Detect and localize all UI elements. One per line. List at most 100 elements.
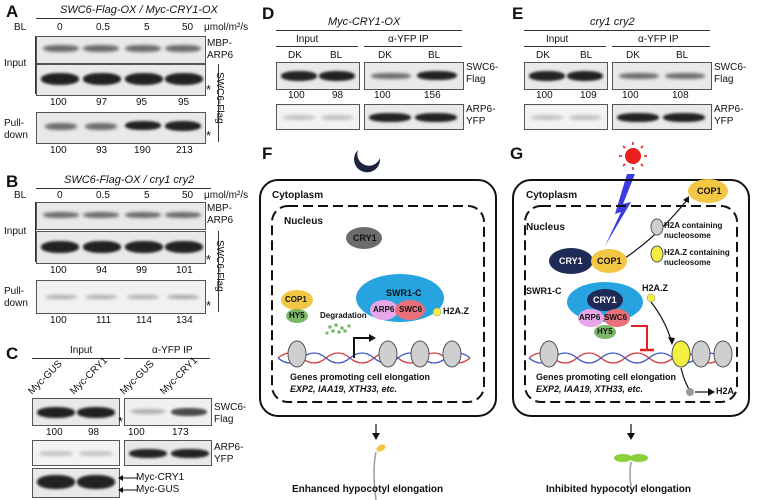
ip-value-0: 100 — [622, 90, 639, 101]
blot-swc6-input — [36, 231, 206, 264]
swc6-label-1: SWC6- — [214, 402, 247, 413]
lane-dk-1: DK — [288, 50, 302, 61]
pulldown-value-1: 93 — [96, 145, 108, 156]
inhibit-symbol — [631, 325, 648, 350]
h2az-nucleosome-label-1: H2A.Z containing — [664, 248, 730, 257]
input-value-3: 95 — [178, 97, 190, 108]
lane-myc-gus-2: Myc-GUS — [118, 358, 157, 397]
swc6-bracket — [218, 231, 219, 312]
blot-c-ip-arp6 — [124, 440, 212, 466]
arp6-label-1: ARP6- — [466, 104, 496, 115]
pulldown-value-3: 213 — [176, 145, 193, 156]
genes-label: Genes promoting cell elongation — [290, 372, 431, 382]
input-header: Input — [546, 34, 569, 45]
blot-c-input-swc6 — [32, 398, 120, 426]
pulldown-label-2: down — [4, 130, 28, 141]
mbp-label: MBP- — [207, 203, 232, 214]
dose-0: 0 — [57, 22, 63, 33]
unit-label: μmol/m²/s — [204, 22, 249, 33]
panel-b-label: B — [6, 172, 19, 191]
cytoplasm-label: Cytoplasm — [526, 190, 578, 201]
pulldown-value-2: 114 — [136, 315, 152, 326]
ip-value-0: 100 — [374, 90, 391, 101]
pulldown-value-2: 190 — [134, 145, 151, 156]
ip-header-rule — [612, 46, 710, 47]
swc6-label: SWC6 — [399, 305, 423, 314]
input-bracket — [35, 202, 36, 262]
lane-bl-1: BL — [330, 50, 343, 61]
arp6-label-1: ARP6- — [214, 442, 244, 453]
swc6-label-1: SWC6- — [466, 62, 499, 73]
panel-d-title: Myc-CRY1-OX — [328, 16, 401, 28]
cell-outline — [259, 179, 497, 417]
cop1-ellipse — [281, 290, 313, 310]
panel-g-diagram — [512, 142, 750, 487]
input-value-0: 100 — [50, 97, 67, 108]
swc6-label-2: Flag — [714, 74, 734, 85]
promoter-arrow — [353, 337, 372, 358]
cry1-ellipse — [346, 227, 382, 249]
genes-list: EXP2, IAA19, XTH33, etc. — [536, 384, 644, 394]
panel-a-title: SWC6-Flag-OX / Myc-CRY1-OX — [60, 4, 218, 16]
input-value-1: 97 — [96, 97, 108, 108]
ip-value-1: 173 — [172, 427, 189, 438]
hy5-ellipse — [594, 325, 616, 339]
arp6-ellipse — [578, 309, 604, 327]
cop1-ellipse — [591, 249, 627, 273]
genes-list: EXP2, IAA19, XTH33, etc. — [290, 384, 398, 394]
blot-c-input-arp6 — [32, 440, 120, 466]
blot-swc6-pulldown — [36, 280, 206, 314]
swc6-ellipse — [604, 309, 630, 327]
input-value-1: 98 — [88, 427, 100, 438]
input-header-rule — [32, 358, 120, 359]
nucleus-label: Nucleus — [526, 222, 565, 233]
pulldown-label-1: Pull- — [4, 286, 25, 297]
input-header: Input — [296, 34, 319, 45]
panel-f-diagram — [259, 150, 497, 500]
swc6-flag-label: SWC6-Flag — [214, 240, 225, 292]
lane-myc-cry1-2: Myc-CRY1 — [158, 355, 201, 397]
cop1-top-label: COP1 — [697, 186, 722, 196]
panel-e-label: E — [512, 4, 524, 23]
degradation-label: Degradation — [320, 311, 367, 320]
lane-myc-cry1-1: Myc-CRY1 — [68, 355, 111, 397]
blot-d-ip-arp6 — [364, 104, 464, 130]
dose-2: 5 — [144, 22, 150, 33]
panel-b-title: SWC6-Flag-OX / cry1 cry2 — [64, 174, 195, 186]
h2a-dot — [686, 388, 694, 396]
myc-cry1-label: Myc-CRY1 — [136, 472, 185, 483]
swc6-label-1: SWC6- — [714, 62, 747, 73]
bl-label: BL — [14, 190, 27, 201]
panel-d-label: D — [262, 4, 275, 23]
panel-b-title-rule — [36, 188, 211, 189]
seedling-icon — [373, 451, 377, 500]
lane-myc-gus-1: Myc-GUS — [26, 358, 65, 397]
blot-e-input-arp6 — [524, 104, 608, 130]
input-value-1: 109 — [580, 90, 597, 101]
nucleosomes — [539, 340, 733, 368]
legend-h2az-nucleosome-icon — [650, 245, 664, 263]
input-value-0: 100 — [46, 427, 63, 438]
arp6-label-2: YFP — [466, 116, 486, 127]
cry1-in-complex — [587, 289, 623, 311]
arp6-label-1: ARP6- — [714, 104, 744, 115]
myc-arrows — [118, 475, 138, 493]
dose-2: 5 — [144, 190, 150, 201]
h2az-label: H2A.Z — [642, 283, 669, 293]
panel-d-title-rule — [276, 30, 462, 31]
panel-f-label: F — [262, 144, 273, 163]
input-label: Input — [4, 226, 27, 237]
arp6-ellipse — [370, 300, 398, 320]
mbp-label: MBP- — [207, 38, 232, 49]
swc6-label-2: Flag — [466, 74, 486, 85]
legend-h2a-nucleosome-icon — [650, 218, 664, 236]
arp6-label: ARP6 — [207, 215, 234, 226]
hy5-label: HY5 — [289, 311, 305, 320]
blot-e-input-swc6 — [524, 62, 608, 90]
hy5-ellipse — [286, 309, 308, 323]
cry1-complex-label: CRY1 — [593, 295, 617, 305]
panel-e-title: cry1 cry2 — [590, 16, 635, 28]
panel-a-title-rule — [36, 18, 211, 19]
nucleus-outline — [524, 205, 738, 403]
nucleus-outline — [271, 205, 485, 403]
